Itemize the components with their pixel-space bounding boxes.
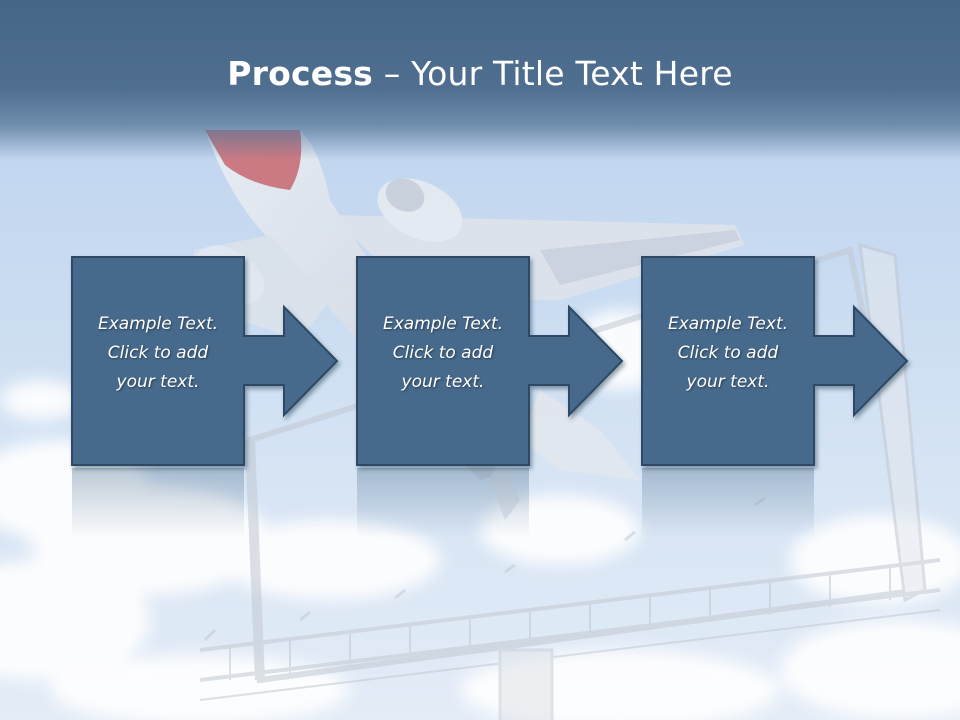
step-2-line-3: your text. xyxy=(401,372,485,392)
title-bold-text: Process xyxy=(227,54,374,93)
step-2-line-1: Example Text. xyxy=(382,314,504,334)
step-3-text[interactable]: Example Text. Click to add your text. xyxy=(642,310,814,397)
step-3-line-2: Click to add xyxy=(677,343,779,363)
step-1-line-2: Click to add xyxy=(107,343,209,363)
step-1-line-3: your text. xyxy=(116,372,200,392)
billboard-icon xyxy=(199,242,941,720)
step-2-arrow-box[interactable] xyxy=(356,256,624,466)
title-rest-text: – Your Title Text Here xyxy=(373,54,733,93)
step-1-text[interactable]: Example Text. Click to add your text. xyxy=(72,310,244,397)
step-2-line-2: Click to add xyxy=(392,343,494,363)
step-1-arrow-box[interactable] xyxy=(71,256,339,466)
step-reflections xyxy=(72,468,814,538)
slide-title[interactable]: Process – Your Title Text Here xyxy=(0,52,960,96)
step-2-text[interactable]: Example Text. Click to add your text. xyxy=(357,310,529,397)
step-3-arrow-box[interactable] xyxy=(641,256,909,466)
step-1-line-1: Example Text. xyxy=(97,314,219,334)
title-band xyxy=(0,0,960,160)
step-3-line-1: Example Text. xyxy=(667,314,789,334)
step-3-line-3: your text. xyxy=(686,372,770,392)
